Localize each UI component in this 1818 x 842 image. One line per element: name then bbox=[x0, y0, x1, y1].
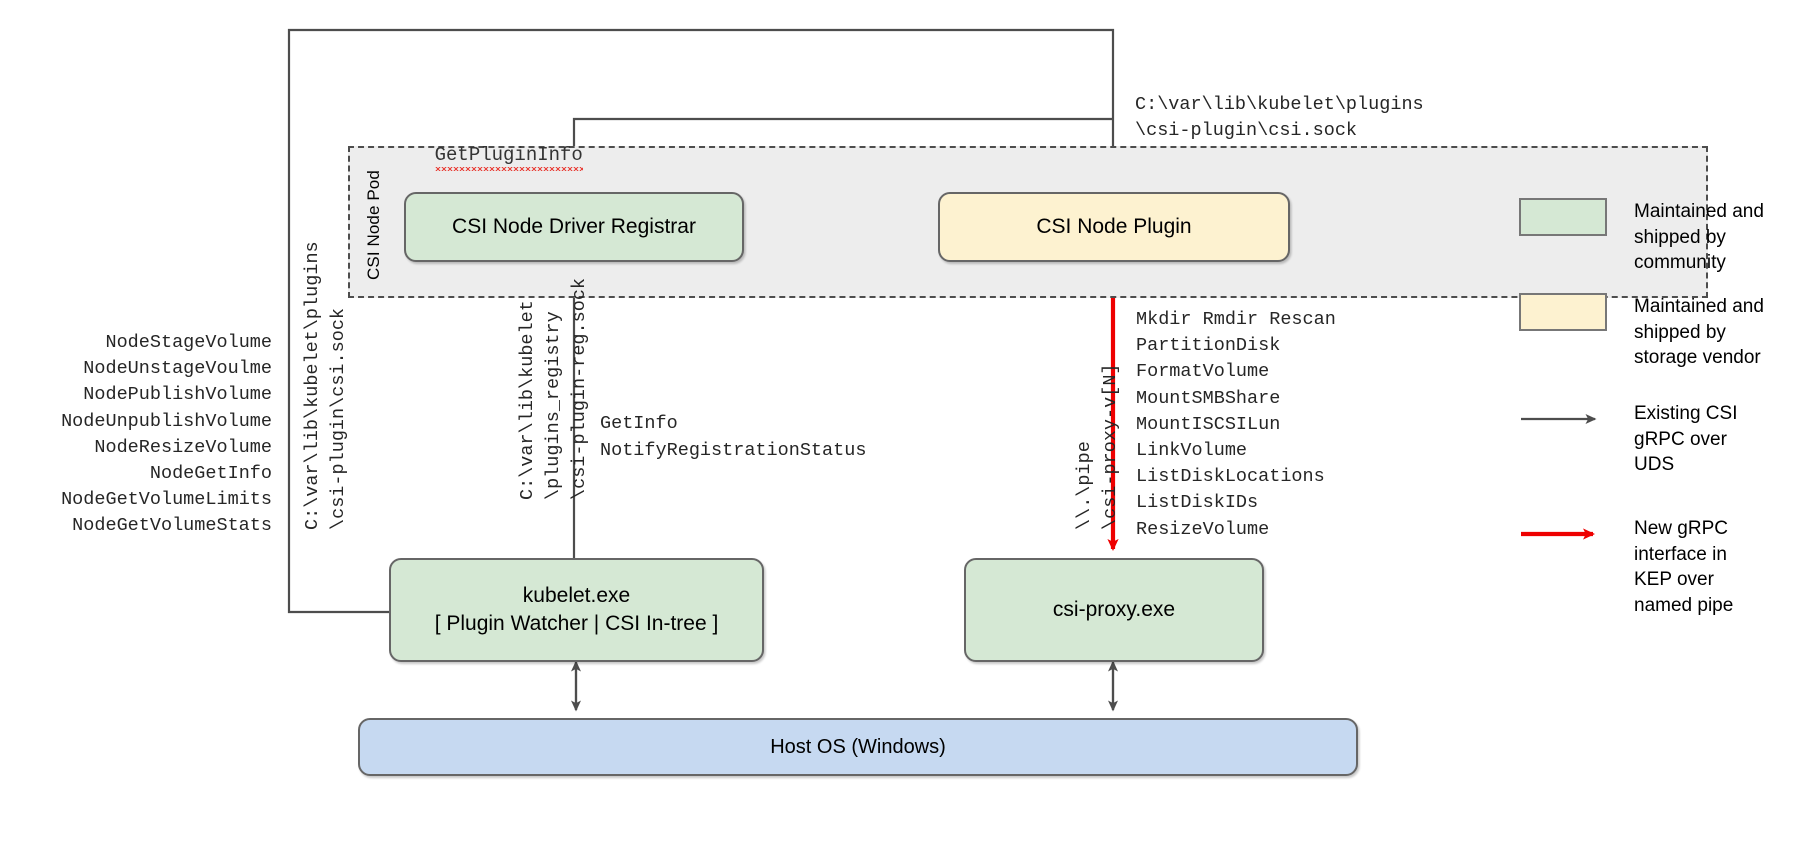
label-csi-plugin-sock-path-rotated: C:\var\lib\kubelet\plugins \csi-plugin\c… bbox=[302, 241, 349, 530]
label-csi-sock-path-top: C:\var\lib\kubelet\plugins \csi-plugin\c… bbox=[1135, 94, 1424, 141]
node-csi-node-driver-registrar[interactable]: CSI Node Driver Registrar bbox=[404, 192, 744, 262]
legend-arrow-red-icon bbox=[1519, 515, 1607, 553]
label-named-pipe-path-rotated: \\.\pipe \csi-proxy-v[N] bbox=[1074, 363, 1121, 530]
legend-item-existing-csi-label: Existing CSI gRPC over UDS bbox=[1634, 403, 1738, 475]
legend-item-community: Maintained and shipped by community bbox=[1519, 198, 1764, 276]
csi-node-pod-label: CSI Node Pod bbox=[362, 60, 383, 280]
label-get-plugin-info-text: GetPluginInfo bbox=[434, 142, 583, 171]
node-host-os-label: Host OS (Windows) bbox=[770, 735, 946, 758]
list-csi-proxy-operations: Mkdir Rmdir Rescan PartitionDisk FormatV… bbox=[1136, 309, 1336, 540]
legend-arrow-gray-icon bbox=[1519, 400, 1607, 438]
node-csi-proxy-exe-label: csi-proxy.exe bbox=[1052, 598, 1176, 622]
legend-item-storage-vendor-label: Maintained and shipped by storage vendor bbox=[1634, 296, 1764, 368]
node-host-os[interactable]: Host OS (Windows) bbox=[358, 718, 1358, 776]
label-get-plugin-info: GetPluginInfo bbox=[389, 116, 583, 197]
legend-swatch-green-icon bbox=[1519, 198, 1607, 236]
node-csi-proxy-exe[interactable]: csi-proxy.exe bbox=[964, 558, 1264, 662]
node-csi-node-plugin-label: CSI Node Plugin bbox=[1036, 215, 1192, 239]
legend-item-existing-csi: Existing CSI gRPC over UDS bbox=[1519, 400, 1737, 478]
node-csi-node-driver-registrar-label: CSI Node Driver Registrar bbox=[452, 215, 696, 239]
list-node-service-operations: NodeStageVolume NodeUnstageVoulme NodePu… bbox=[61, 332, 272, 537]
legend-item-new-grpc: New gRPC interface in KEP over named pip… bbox=[1519, 515, 1733, 618]
node-kubelet-exe-label: kubelet.exe [ Plugin Watcher | CSI In-tr… bbox=[434, 584, 719, 635]
legend-item-community-label: Maintained and shipped by community bbox=[1634, 201, 1764, 273]
legend-swatch-yellow-icon bbox=[1519, 293, 1607, 331]
label-plugins-registry-path-rotated: C:\var\lib\kubelet \plugins_registry \cs… bbox=[517, 277, 590, 500]
legend-item-new-grpc-label: New gRPC interface in KEP over named pip… bbox=[1634, 518, 1734, 616]
legend-item-storage-vendor: Maintained and shipped by storage vendor bbox=[1519, 293, 1764, 371]
node-kubelet-exe[interactable]: kubelet.exe [ Plugin Watcher | CSI In-tr… bbox=[389, 558, 764, 662]
csi-node-pod-label-text: CSI Node Pod bbox=[364, 170, 383, 280]
node-csi-node-plugin[interactable]: CSI Node Plugin bbox=[938, 192, 1290, 262]
label-registration-rpcs: GetInfo NotifyRegistrationStatus bbox=[600, 413, 867, 461]
